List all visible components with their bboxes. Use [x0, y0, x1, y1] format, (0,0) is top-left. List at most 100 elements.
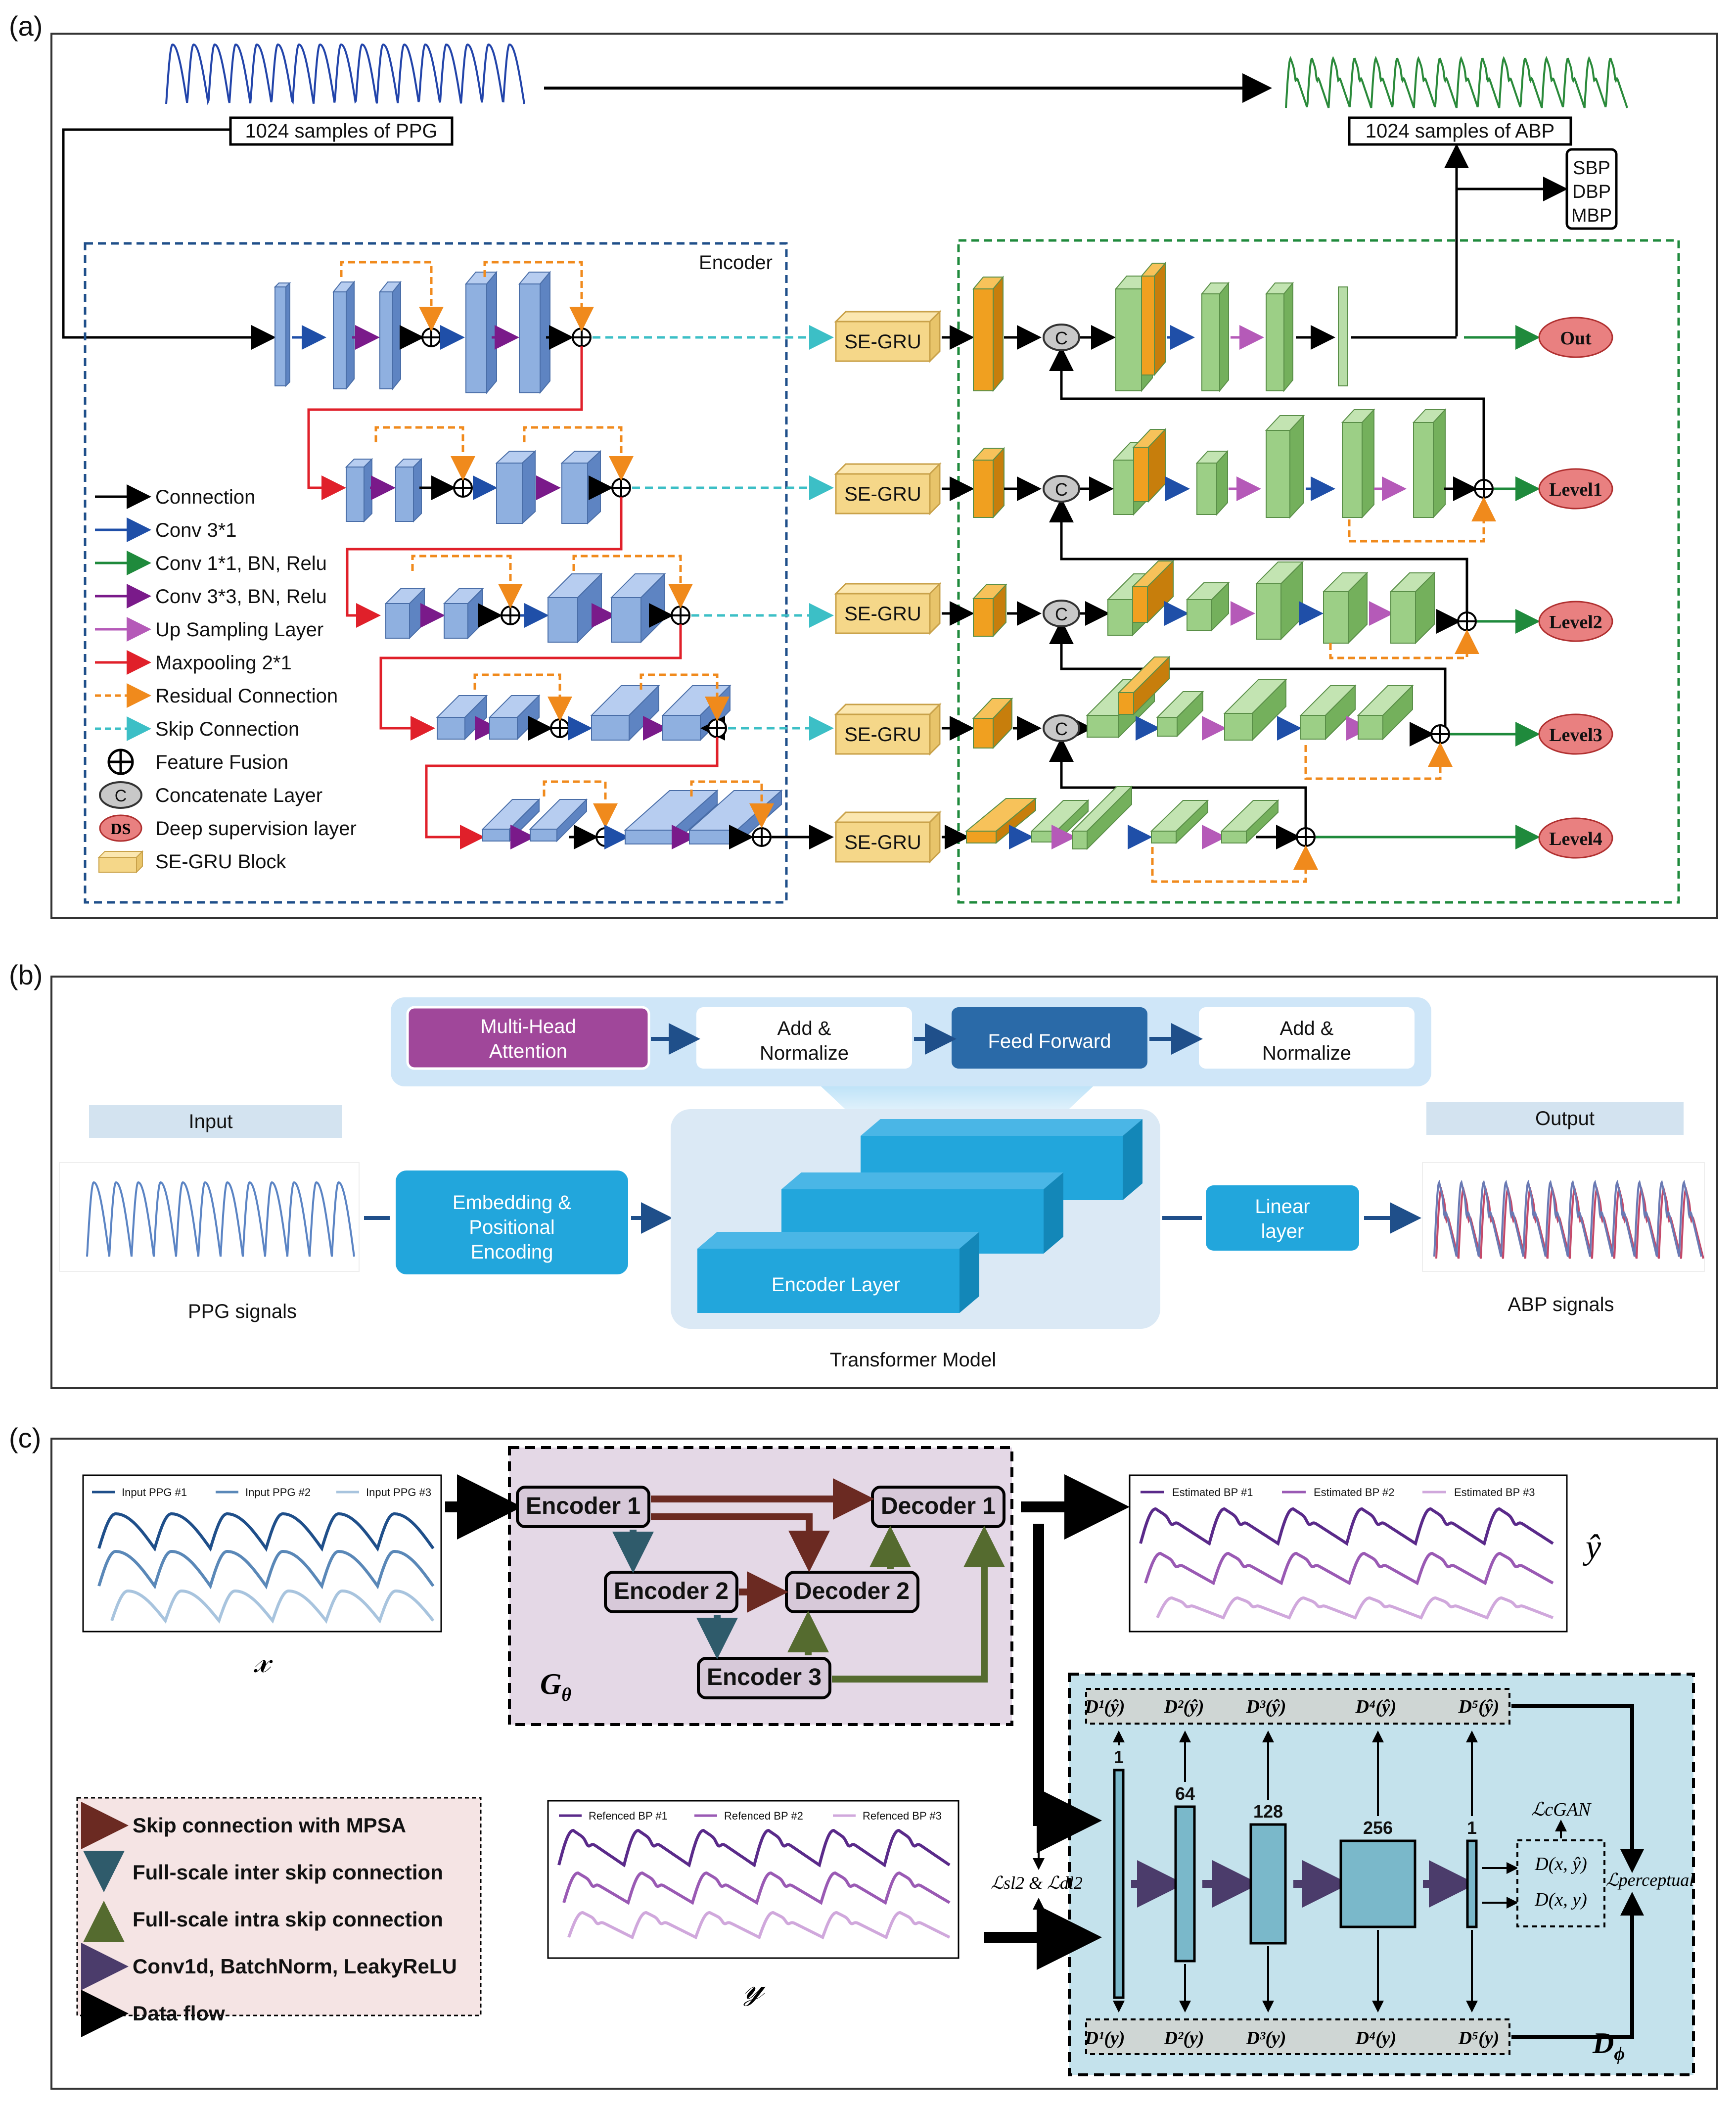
referenced-bp-plot	[547, 1800, 959, 1959]
estimated-bp-1-line	[1139, 1507, 1554, 1546]
encoder-conv-block	[443, 587, 484, 640]
upsample-connection	[1049, 737, 1307, 829]
residual-connection	[374, 426, 475, 481]
intra-skip-arrow	[832, 1526, 1005, 1683]
decoder-green-block	[1156, 690, 1204, 738]
encoder-conv-block	[529, 798, 588, 842]
feature-fusion-node	[707, 718, 727, 738]
ppg-signal-line	[86, 1181, 355, 1257]
ppg-samples-label: 1024 samples of PPG	[245, 120, 437, 142]
residual-connection	[340, 261, 444, 331]
panel-a-frame	[50, 33, 1718, 919]
output-level2: Level2	[1538, 601, 1613, 642]
maxpool-arrow	[425, 737, 719, 849]
input-ppg-1-line	[97, 1512, 435, 1552]
l-perceptual-label: ℒperceptual	[1606, 1870, 1694, 1890]
feature-row-referenced	[1085, 2018, 1510, 2055]
feature-fusion-node	[1296, 827, 1316, 847]
embedding-line3: Encoding	[471, 1241, 553, 1263]
embedding-line1: Embedding &	[453, 1192, 571, 1214]
decoder-orange-block	[1131, 560, 1175, 624]
legend-item: Conv 1*1, BN, Relu	[95, 551, 327, 575]
legend-item: Conv 3*3, BN, Relu	[95, 584, 327, 608]
feature-fusion-node	[1474, 479, 1494, 499]
svg-text:Conv1d, BatchNorm, LeakyReLU: Conv1d, BatchNorm, LeakyReLU	[133, 1955, 457, 1978]
feature-fusion-node	[1457, 611, 1477, 631]
residual-connection	[411, 555, 523, 608]
encoder-conv-block	[394, 458, 423, 523]
y-symbol: 𝓎	[743, 1968, 766, 2007]
svg-text:Refenced BP #2: Refenced BP #2	[724, 1810, 803, 1822]
svg-text:Input PPG #1: Input PPG #1	[122, 1486, 187, 1498]
legend-item: Maxpooling 2*1	[95, 650, 292, 675]
disc-conv-layer: 1D¹(ŷ)D¹(y)	[1084, 1696, 1185, 2049]
feature-fusion-node	[421, 328, 441, 347]
upsample-connection	[1049, 498, 1468, 613]
encoder-frame	[84, 242, 788, 904]
perceptual-arrow	[1511, 1704, 1644, 1873]
d-real-label: D(x, y)	[1534, 1889, 1587, 1910]
decoder-green-block	[1220, 799, 1279, 844]
l-cgan-label: ℒcGAN	[1531, 1799, 1592, 1820]
svg-text:D¹(ŷ): D¹(ŷ)	[1084, 1696, 1125, 1717]
referenced-bp-legend: Refenced BP #1 Refenced BP #2 Refenced B…	[559, 1810, 942, 1822]
residual-connection	[473, 673, 572, 721]
svg-text:C: C	[1055, 479, 1068, 500]
svg-text:Full-scale intra skip connecti: Full-scale intra skip connection	[133, 1908, 443, 1931]
svg-text:Estimated BP #2: Estimated BP #2	[1314, 1486, 1394, 1498]
abp-signals-caption: ABP signals	[1508, 1294, 1614, 1315]
decoder-green-block	[1150, 799, 1209, 844]
encoder-conv-block	[590, 684, 660, 742]
mha-label-line2: Attention	[489, 1040, 567, 1062]
segru-label: SE-GRU	[844, 832, 921, 853]
encoder-2-block	[604, 1571, 738, 1613]
upsample-connection	[1049, 346, 1485, 487]
add-normalize-block-1	[696, 1007, 912, 1069]
segru-level-1: SE-GRU	[834, 462, 942, 515]
mha-label-line1: Multi-Head	[480, 1016, 576, 1037]
maxpool-arrow	[346, 497, 623, 628]
encoder-input-block	[274, 281, 291, 387]
encoder-1-block	[516, 1486, 650, 1528]
encoder-conv-block	[378, 281, 402, 390]
encoder-layer-label: Encoder Layer	[772, 1274, 900, 1296]
input-ppg-plot	[82, 1474, 442, 1633]
segru-label: SE-GRU	[844, 483, 921, 505]
decoder-orange-block	[1132, 428, 1167, 503]
add-normalize-2-line1: Add &	[1280, 1018, 1334, 1039]
abp-waveform-top	[1285, 55, 1628, 108]
segru-level-2: SE-GRU	[834, 582, 942, 635]
encoder-conv-block	[518, 271, 551, 394]
residual-connection	[1348, 497, 1496, 543]
embedding-line2: Positional	[469, 1217, 554, 1238]
input-connection-arrow	[62, 128, 276, 350]
decoder-green-block	[1071, 785, 1133, 850]
output-tag-label: Output	[1535, 1108, 1595, 1129]
dbp-label: DBP	[1572, 182, 1611, 202]
input-tag	[89, 1105, 342, 1138]
multi-head-attention-block	[406, 1006, 650, 1070]
segru-label: SE-GRU	[844, 603, 921, 625]
svg-text:D³(y): D³(y)	[1245, 2028, 1286, 2049]
svg-text:Refenced BP #1: Refenced BP #1	[589, 1810, 668, 1822]
abp-signal-line	[1433, 1179, 1702, 1257]
svg-text:Full-scale inter skip connecti: Full-scale inter skip connection	[133, 1861, 443, 1884]
svg-text:Conv 3*1: Conv 3*1	[155, 519, 237, 541]
perceptual-arrow	[1511, 1892, 1644, 2039]
svg-text:Level4: Level4	[1549, 829, 1602, 849]
output-level4: Level4	[1538, 817, 1613, 859]
disc-output-box	[1516, 1839, 1605, 1927]
svg-text:Estimated BP #3: Estimated BP #3	[1454, 1486, 1535, 1498]
concat-node: C	[1043, 714, 1080, 742]
svg-text:Refenced BP #3: Refenced BP #3	[863, 1810, 942, 1822]
svg-text:Up Sampling Layer: Up Sampling Layer	[155, 619, 323, 641]
legend-item: SE-GRU Block	[97, 850, 286, 874]
legend-item: Data flow	[81, 1990, 225, 2037]
ppg-signals-caption: PPG signals	[188, 1301, 297, 1322]
output-level1: Level1	[1538, 468, 1613, 510]
decoder-orange-block	[972, 447, 1005, 519]
